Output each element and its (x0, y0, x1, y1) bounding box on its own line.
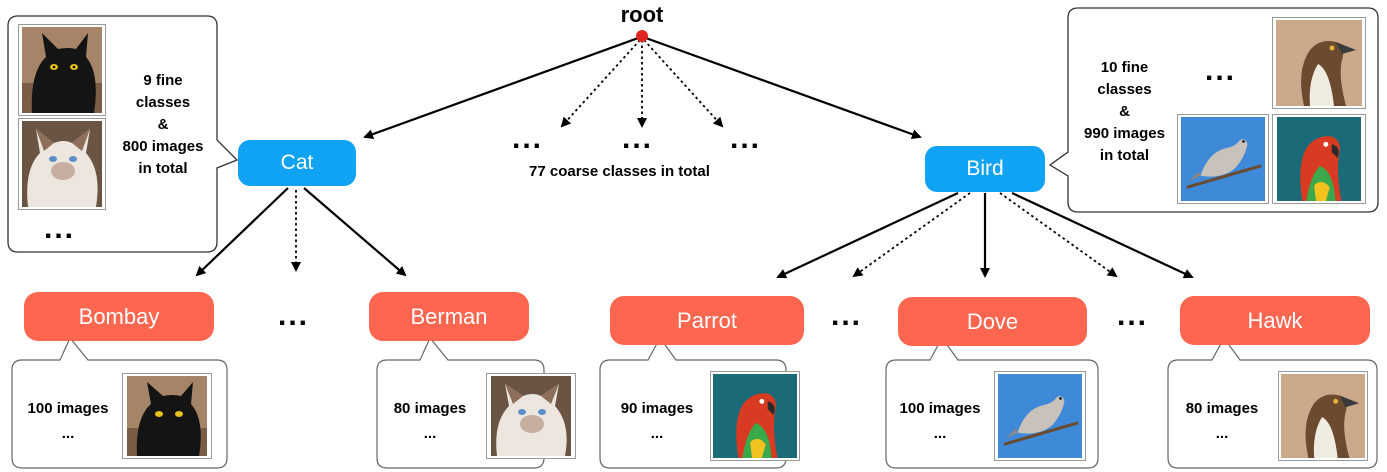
black-cat-icon (127, 376, 207, 456)
coarse-summary-text: 77 coarse classes in total (529, 163, 710, 180)
coarse-node-cat[interactable]: Cat (238, 140, 356, 186)
hawk-icon (1281, 374, 1365, 458)
dove-callout-image (994, 371, 1086, 461)
berman-callout-count: 80 images ... (393, 400, 467, 442)
cat-fine-more-dots: ... (278, 299, 310, 332)
fine-node-label: Berman (410, 303, 488, 329)
coarse-more-dots-1: ... (512, 122, 544, 155)
fine-node-label: Hawk (1247, 307, 1303, 333)
parrot-callout-image (710, 371, 800, 461)
fine-node-dove[interactable]: Dove (898, 297, 1087, 346)
edge-bird-parrot (776, 192, 959, 279)
bird-fine-more-dots-1: ... (831, 299, 863, 332)
bird-callout-more-dots: ... (1205, 54, 1237, 87)
dove-icon (998, 374, 1082, 458)
bird-callout-image-hawk (1272, 17, 1366, 109)
edge-root-cat (363, 35, 642, 139)
fine-node-label: Parrot (677, 307, 737, 333)
cat-callout-more-dots: ... (44, 212, 76, 245)
coarse-more-dots-2: ... (622, 122, 654, 155)
birman-cat-icon (491, 376, 571, 456)
dove-icon (1181, 117, 1265, 201)
edge-bird-more-2 (999, 192, 1118, 278)
cat-callout-image-birman-cat (18, 118, 106, 210)
root-dot (636, 30, 648, 42)
edge-cat-berman (303, 187, 407, 277)
black-cat-icon (22, 27, 102, 113)
fine-node-parrot[interactable]: Parrot (610, 296, 804, 345)
bombay-callout-image (122, 373, 212, 459)
edge-bird-hawk (1011, 192, 1194, 279)
coarse-more-dots-3: ... (730, 122, 762, 155)
fine-node-berman[interactable]: Berman (369, 292, 529, 341)
cat-callout-image-black-cat (18, 24, 106, 116)
parrot-icon (1277, 117, 1361, 201)
edge-root-more-1 (560, 39, 641, 128)
bird-callout-summary: 10 fine classes & 990 images in total (1084, 59, 1165, 164)
bombay-callout-count: 100 images ... (27, 400, 109, 442)
coarse-node-label: Bird (966, 157, 1004, 180)
hawk-callout-count: 80 images ... (1185, 400, 1259, 442)
birman-cat-icon (22, 121, 102, 207)
fine-node-label: Dove (966, 308, 1019, 334)
dove-callout-count: 100 images ... (899, 400, 981, 442)
cat-callout-summary: 9 fine classes & 800 images in total (122, 72, 204, 177)
bird-callout-image-parrot (1272, 114, 1366, 204)
parrot-callout-count: 90 images ... (620, 400, 694, 442)
fine-node-label: Bombay (78, 303, 160, 329)
bird-fine-more-dots-2: ... (1117, 299, 1149, 332)
fine-node-bombay[interactable]: Bombay (24, 292, 214, 341)
edge-cat-bombay (195, 187, 289, 277)
coarse-node-bird[interactable]: Bird (925, 146, 1045, 192)
fine-node-hawk[interactable]: Hawk (1180, 296, 1370, 345)
berman-callout-image (486, 373, 576, 459)
parrot-icon (713, 374, 797, 458)
hawk-callout-image (1278, 371, 1368, 461)
edge-root-more-3 (643, 39, 724, 128)
edge-bird-more-1 (852, 192, 971, 278)
hawk-icon (1276, 20, 1362, 106)
bird-callout-image-dove (1177, 114, 1269, 204)
edge-root-bird (642, 35, 922, 139)
root-label: root (620, 2, 664, 27)
coarse-node-label: Cat (280, 151, 314, 174)
